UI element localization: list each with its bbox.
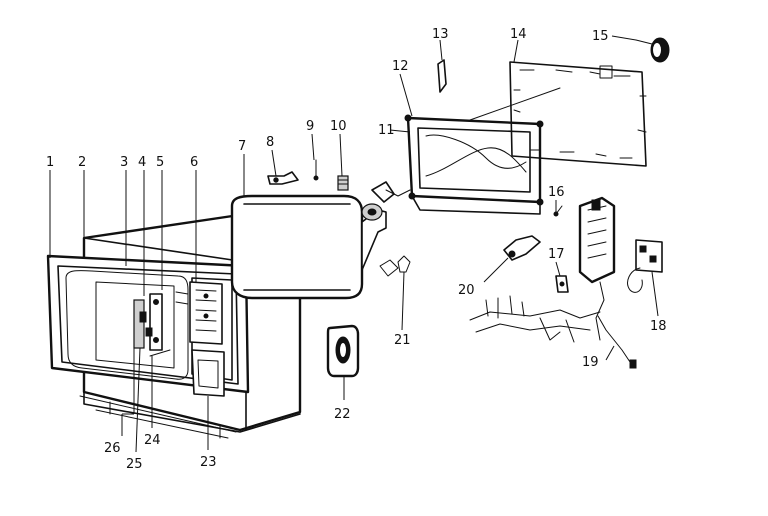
callout-4: 4: [138, 155, 146, 170]
callout-7: 7: [238, 139, 246, 154]
speaker: [326, 324, 360, 378]
chassis-parts: [469, 295, 601, 343]
callout-1: 1: [46, 155, 54, 170]
control-door: [191, 349, 225, 397]
bracket-parts: [503, 205, 569, 293]
yoke-assembly: [371, 181, 411, 277]
leader-lines: [49, 35, 659, 453]
picture-tube: [230, 194, 387, 300]
callout-14: 14: [510, 27, 527, 42]
small-board-and-cable: [597, 239, 663, 369]
callout-24: 24: [144, 433, 161, 448]
callout-21: 21: [394, 333, 411, 348]
callout-2: 2: [78, 155, 86, 170]
small-front-parts: [133, 291, 189, 357]
callout-13: 13: [432, 27, 449, 42]
control-panel: [189, 281, 223, 345]
callout-16: 16: [548, 185, 565, 200]
callout-20: 20: [458, 283, 475, 298]
callout-6: 6: [190, 155, 198, 170]
back-frame: [404, 114, 544, 215]
callout-5: 5: [156, 155, 164, 170]
callout-10: 10: [330, 119, 347, 134]
callout-9: 9: [306, 119, 314, 134]
callout-3: 3: [120, 155, 128, 170]
callout-25: 25: [126, 457, 143, 472]
flyback-module: [578, 196, 616, 341]
callout-17: 17: [548, 247, 565, 262]
callout-8: 8: [266, 135, 274, 150]
callout-15: 15: [592, 29, 609, 44]
main-circuit-board: [469, 61, 647, 167]
board-hardware: [437, 37, 670, 93]
callout-11: 11: [378, 123, 395, 138]
callout-18: 18: [650, 319, 667, 334]
callout-26: 26: [104, 441, 121, 456]
callout-labels: 1 2 3 4 5 6 7 8 9 10 11 12 13 14 15 16 1…: [46, 27, 667, 472]
callout-22: 22: [334, 407, 351, 422]
callout-23: 23: [200, 455, 217, 470]
callout-19: 19: [582, 355, 599, 370]
tube-hardware: [267, 159, 349, 191]
callout-12: 12: [392, 59, 409, 74]
